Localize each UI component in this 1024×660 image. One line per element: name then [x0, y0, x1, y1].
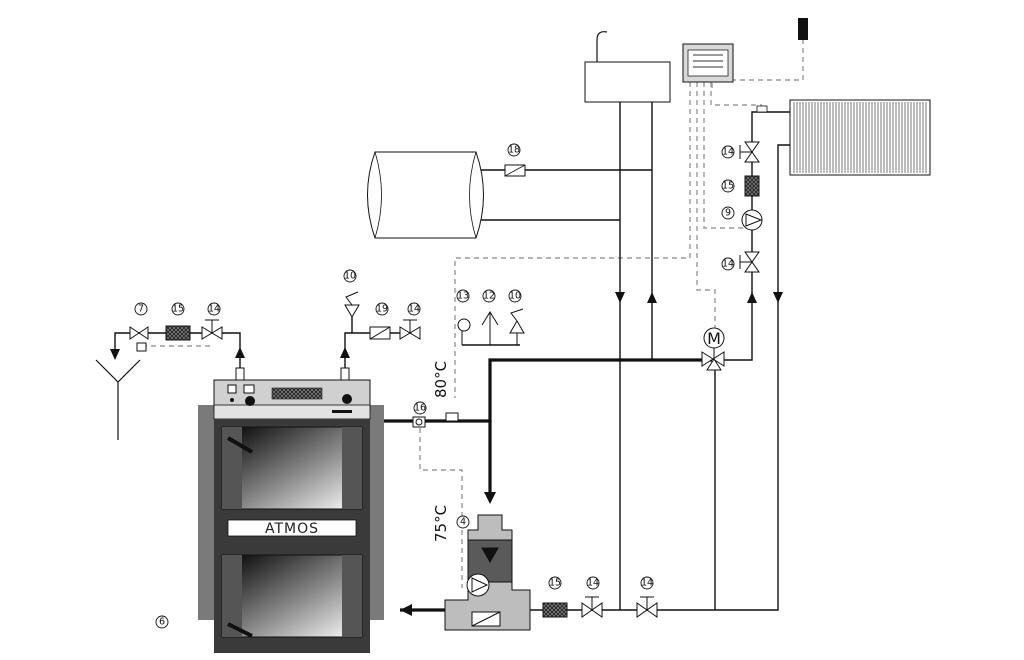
callout-14-right-top: 14: [721, 145, 735, 159]
callout-number: 6: [159, 617, 165, 628]
outdoor-sensor: [798, 18, 808, 40]
callout-14-left: 14: [207, 302, 221, 316]
callout-number: 14: [722, 147, 734, 158]
callout-4: 4: [456, 515, 470, 529]
callout-number: 9: [725, 208, 731, 219]
callout-number: 15: [549, 578, 561, 589]
callout-number: 14: [408, 304, 420, 315]
callout-7: 7: [134, 302, 148, 316]
callout-number: 16: [414, 403, 426, 414]
callout-number: 12: [483, 291, 495, 302]
radiator: [756, 99, 931, 176]
callout-number: 14: [722, 259, 734, 270]
callout-13: 13: [456, 289, 470, 303]
callout-16: 16: [413, 401, 427, 415]
boiler-brand-label: ATMOS: [265, 521, 319, 537]
callout-number: 7: [138, 304, 144, 315]
callout-number: 14: [208, 304, 220, 315]
callout-number: 19: [376, 304, 388, 315]
callout-number: 14: [587, 578, 599, 589]
accumulation-tank: [367, 151, 484, 239]
flow-arrows: [110, 292, 783, 616]
controller-unit: [682, 43, 734, 83]
callout-18: 18: [507, 143, 521, 157]
callout-12: 12: [482, 289, 496, 303]
callout-10-mid: 10: [508, 289, 522, 303]
callout-14-bottom-2: 14: [640, 576, 654, 590]
callout-number: 14: [641, 578, 653, 589]
callout-number: 13: [457, 291, 469, 302]
control-wiring: [142, 30, 804, 588]
callout-14-right-bottom: 14: [721, 257, 735, 271]
callout-15-right: 15: [721, 179, 735, 193]
return-temperature-label: 75°C: [432, 505, 450, 542]
component-symbols: [129, 141, 763, 631]
callout-number: 15: [722, 181, 734, 192]
boiler: ATMOS: [198, 367, 384, 653]
motor-label: M: [707, 329, 721, 348]
callout-15-bottom: 15: [548, 576, 562, 590]
callout-number: 15: [172, 304, 184, 315]
flow-temperature-label: 80°C: [432, 361, 450, 398]
callout-number: 10: [344, 271, 356, 282]
callout-9: 9: [721, 206, 735, 220]
callout-6: 6: [155, 615, 169, 629]
callout-19: 19: [375, 302, 389, 316]
callout-number: 10: [509, 291, 521, 302]
callout-number: 4: [460, 517, 466, 528]
callout-14-top: 14: [407, 302, 421, 316]
callout-10-top: 10: [343, 269, 357, 283]
drain-funnel: [95, 359, 141, 440]
callout-15-left: 15: [171, 302, 185, 316]
callout-markers: 7 15 14 10 19 14 18 13 12 10 16 4 15 14 …: [134, 143, 735, 629]
callout-number: 18: [508, 145, 520, 156]
domestic-water-tank: [584, 31, 671, 103]
callout-14-bottom-1: 14: [586, 576, 600, 590]
